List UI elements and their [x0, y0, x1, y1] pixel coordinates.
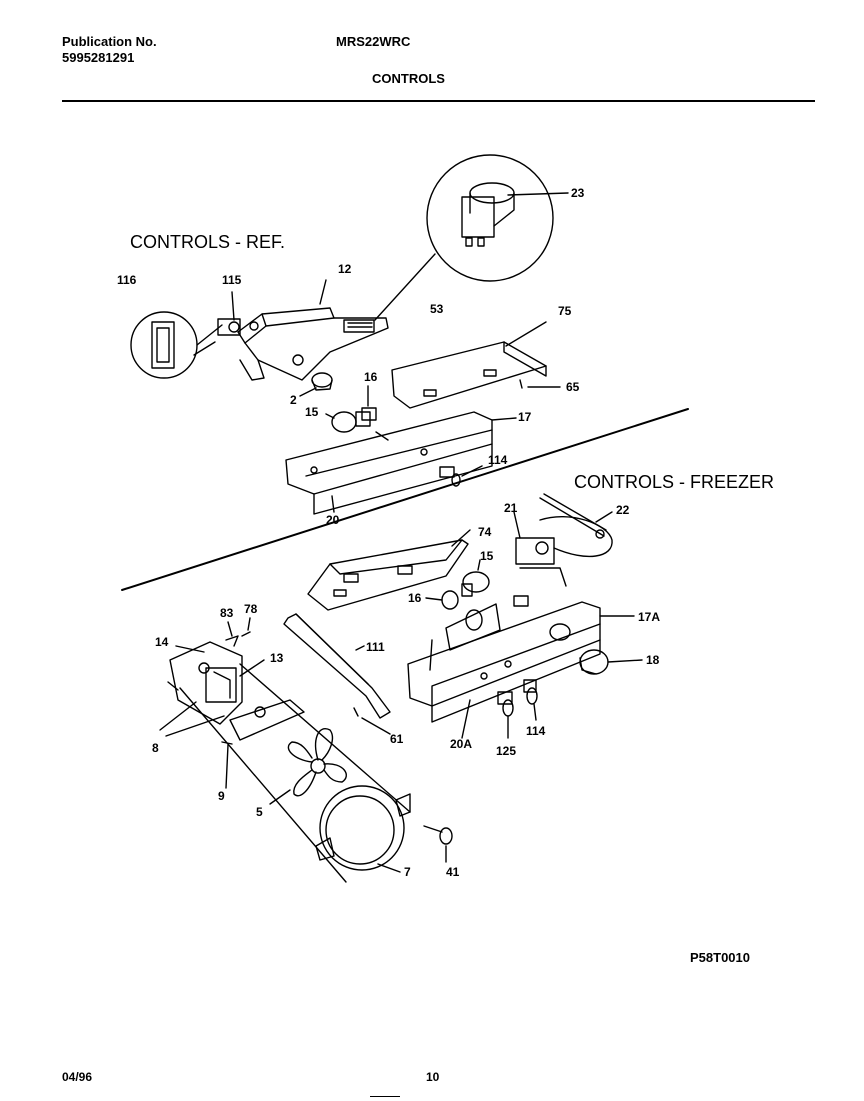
footer-mark [370, 1096, 400, 1097]
light-shield-detail-circle [130, 311, 223, 379]
callout-18: 18 [646, 653, 660, 667]
bracket-111 [283, 613, 391, 735]
model-number: MRS22WRC [336, 34, 411, 49]
publication-number: 5995281291 [62, 50, 135, 65]
callout-116: 116 [117, 273, 137, 287]
freezer-controls-title: CONTROLS - FREEZER [574, 472, 775, 492]
callout-15-freezer: 15 [480, 549, 494, 563]
freezer-switches [497, 679, 538, 739]
header-rule [62, 100, 815, 102]
callout-2: 2 [290, 393, 297, 407]
fan-blade [269, 728, 347, 805]
callout-5: 5 [256, 805, 263, 819]
callout-15-ref: 15 [305, 405, 319, 419]
diagram-code: P58T0010 [690, 950, 750, 965]
part-callouts: 23 116 115 12 53 75 65 2 16 15 17 114 20… [117, 186, 660, 879]
callout-61: 61 [390, 732, 404, 746]
assembly-axis-lines [159, 663, 411, 883]
ref-control-housing [217, 279, 389, 381]
callout-12: 12 [338, 262, 352, 276]
cover-74 [307, 529, 471, 611]
ref-lamp-socket [325, 385, 389, 441]
callout-23: 23 [571, 186, 585, 200]
screw-41 [423, 825, 453, 863]
callout-14: 14 [155, 635, 169, 649]
callout-8: 8 [152, 741, 159, 755]
callout-53: 53 [430, 302, 444, 316]
callout-16-freezer: 16 [408, 591, 422, 605]
callout-9: 9 [218, 789, 225, 803]
callout-114-ref: 114 [488, 453, 508, 467]
cover-75 [391, 321, 561, 409]
callout-17: 17 [518, 410, 532, 424]
callout-22: 22 [616, 503, 630, 517]
callout-13: 13 [270, 651, 284, 665]
callout-125: 125 [496, 744, 516, 758]
ref-controls-title: CONTROLS - REF. [130, 232, 286, 252]
callout-20: 20 [326, 513, 340, 527]
footer-date: 04/96 [62, 1070, 93, 1084]
thermostat-detail-circle [374, 154, 569, 321]
callout-115: 115 [222, 273, 242, 287]
callout-114-freezer: 114 [526, 724, 546, 738]
callout-65: 65 [566, 380, 580, 394]
callout-75: 75 [558, 304, 572, 318]
clips-83-78 [225, 617, 251, 647]
callout-17A: 17A [638, 610, 660, 624]
section-title: CONTROLS [372, 71, 445, 86]
callout-111: 111 [366, 640, 385, 654]
fan-shroud [315, 785, 411, 873]
knob-18 [579, 649, 643, 675]
ref-control-mount [285, 411, 517, 515]
page-number: 10 [426, 1070, 440, 1084]
callout-16-ref: 16 [364, 370, 378, 384]
callout-20A: 20A [450, 737, 472, 751]
callout-78: 78 [244, 602, 258, 616]
callout-83: 83 [220, 606, 234, 620]
knob-2 [299, 372, 333, 397]
freezer-control-housing [407, 567, 635, 739]
section-divider-line [121, 408, 689, 591]
freezer-thermostat [513, 493, 613, 565]
callout-74: 74 [478, 525, 492, 539]
callout-41: 41 [446, 865, 460, 879]
publication-label: Publication No. [62, 34, 157, 49]
callout-21: 21 [504, 501, 518, 515]
freezer-lamp-socket [425, 559, 490, 610]
callout-7: 7 [404, 865, 411, 879]
fan-motor-bracket [167, 641, 305, 789]
